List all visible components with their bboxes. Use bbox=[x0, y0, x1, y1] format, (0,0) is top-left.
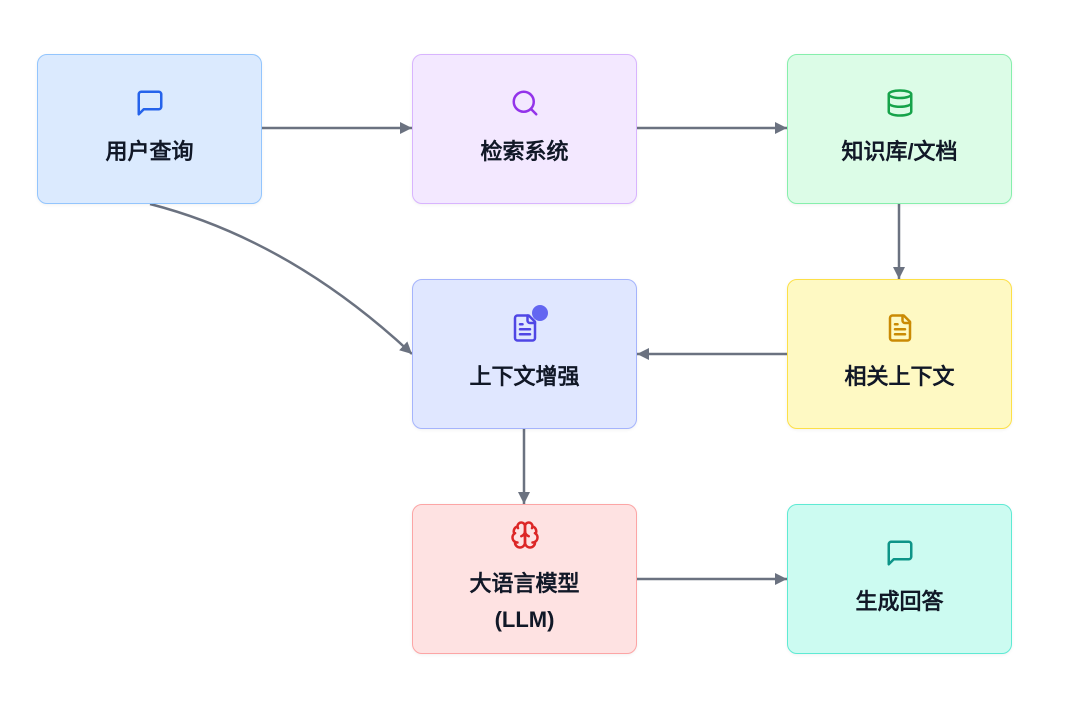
notification-dot-icon bbox=[531, 305, 548, 321]
message-square-icon bbox=[885, 538, 915, 568]
node-label: 用户查询 bbox=[105, 139, 194, 164]
node-label: 知识库/文档 bbox=[841, 139, 958, 164]
node-label: 上下文增强 bbox=[469, 364, 580, 389]
node-retrieval-system: 检索系统 bbox=[412, 54, 637, 204]
node-user-query: 用户查询 bbox=[37, 54, 262, 204]
node-relevant-context: 相关上下文 bbox=[787, 279, 1012, 429]
node-label: 生成回答 bbox=[855, 589, 944, 614]
node-label-line2: (LLM) bbox=[494, 607, 555, 632]
node-llm: 大语言模型 (LLM) bbox=[412, 504, 637, 654]
node-label: 大语言模型 bbox=[469, 571, 580, 596]
node-label: 检索系统 bbox=[480, 139, 569, 164]
node-context-augmentation: 上下文增强 bbox=[412, 279, 637, 429]
node-knowledge-base: 知识库/文档 bbox=[787, 54, 1012, 204]
arrow-user-query-to-context-augmentation bbox=[149, 202, 413, 355]
search-icon bbox=[510, 88, 540, 118]
file-text-icon bbox=[885, 313, 915, 343]
node-generated-answer: 生成回答 bbox=[787, 504, 1012, 654]
brain-icon bbox=[510, 520, 540, 550]
file-text-icon bbox=[510, 305, 548, 343]
database-icon bbox=[885, 88, 915, 118]
message-square-icon bbox=[135, 88, 165, 118]
node-label: 相关上下文 bbox=[844, 364, 955, 389]
